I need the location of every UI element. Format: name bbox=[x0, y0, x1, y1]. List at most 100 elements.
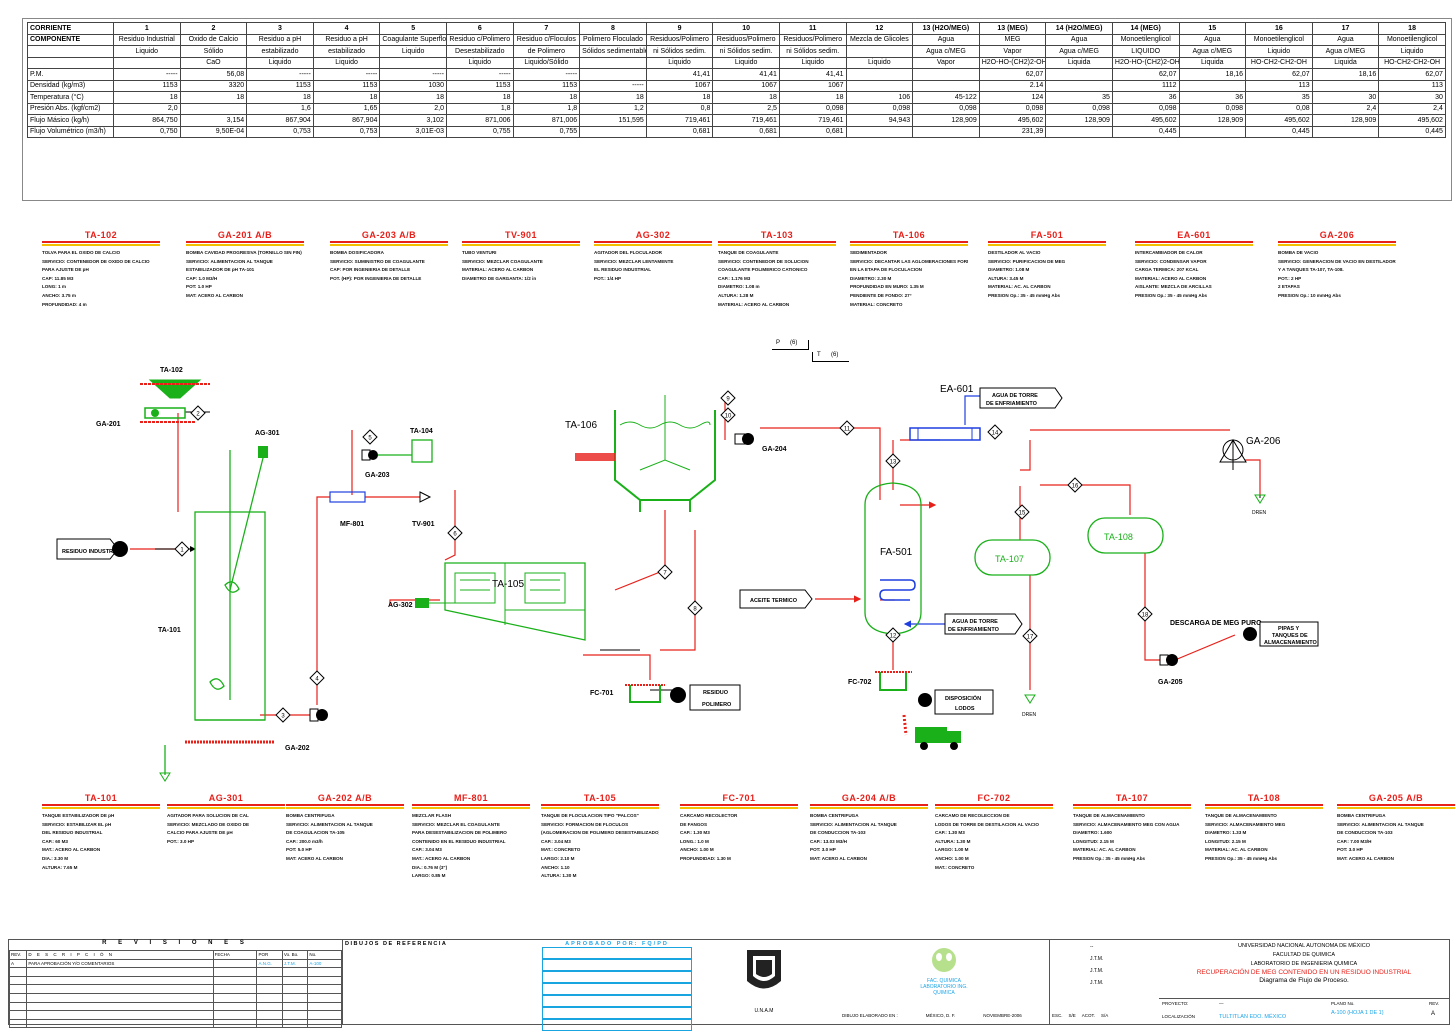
equipment-spec-line: DIAMETRO: 1.08 m bbox=[718, 283, 836, 292]
stream-cell: 94,943 bbox=[846, 115, 913, 127]
stream-cell: 0,753 bbox=[313, 126, 380, 138]
stream-cell: 1,8 bbox=[513, 103, 580, 115]
plano-value: A-100 (HOJA 1 DE 1) bbox=[1331, 1010, 1384, 1016]
equipment-spec: TA-103TANQUE DE COAGULANTESERVICIO: CONT… bbox=[718, 230, 836, 309]
equipment-spec-line: PARA AJUSTE DE pH bbox=[42, 266, 160, 275]
equipment-spec-line: CAP.: 3.04 M3 bbox=[412, 846, 530, 855]
ea-601-exchanger: EA-601 AGUA DE TORRE DE ENFRIAMIENTO bbox=[910, 384, 1062, 440]
stream-cell: Liquida bbox=[1179, 57, 1246, 69]
stream-cell: 128,909 bbox=[1046, 115, 1113, 127]
stream-cell: 1067 bbox=[713, 80, 780, 92]
revisiones-title: R E V I S I O N E S bbox=[9, 940, 342, 946]
equipment-spec-line: CALCIO PARA AJUSTE DE pH bbox=[167, 829, 285, 838]
ga-206-label: GA-206 bbox=[1246, 436, 1281, 447]
equipment-spec-line: SERVICIO: CONDENSAR VAPOR bbox=[1135, 258, 1253, 267]
equipment-spec-line: LARGO: 2.10 M bbox=[541, 855, 659, 864]
stream-cell: 30 bbox=[1312, 92, 1379, 104]
stream-number-header: 2 bbox=[180, 23, 247, 35]
stream-cell: Desestabilizado bbox=[446, 46, 513, 58]
stream-diamond-number: 16 bbox=[1072, 484, 1079, 490]
stream-cell: 1067 bbox=[779, 80, 846, 92]
equipment-spec-line: ALTURA: 3.45 M bbox=[988, 275, 1106, 284]
equipment-spec-line: POT.: 1/4 HP bbox=[594, 275, 712, 284]
equipment-spec-line: ALTURA: 7.65 M bbox=[42, 864, 160, 873]
equipment-spec-tag: GA-205 A/B bbox=[1337, 793, 1455, 806]
stream-cell: 0,681 bbox=[779, 126, 846, 138]
stream-cell: de Polimero bbox=[513, 46, 580, 58]
dren-ta101: DREN bbox=[157, 745, 172, 790]
rev-row-por: A.N.G. bbox=[257, 959, 282, 968]
stream-cell: 3,102 bbox=[380, 115, 447, 127]
equipment-spec-line: SERVICIO: CONTENEDOR DE OXIDO DE CALCIO bbox=[42, 258, 160, 267]
connector-lines bbox=[155, 412, 1260, 690]
equipment-spec-tag: GA-201 A/B bbox=[186, 230, 304, 243]
stream-diamond-number: 17 bbox=[1027, 635, 1034, 641]
equipment-spec-line: SERVICIO: ESTABILIZAR EL pH bbox=[42, 821, 160, 830]
stream-cell: 41,41 bbox=[646, 69, 713, 81]
equipment-spec: TA-108TANQUE DE ALMACENAMIENTOSERVICIO: … bbox=[1205, 793, 1323, 864]
rev-row-desc: PARA APROBACIÓN Y/O COMENTARIOS bbox=[27, 959, 213, 968]
equipment-spec-line: DE COAGULACION TA-105 bbox=[286, 829, 404, 838]
equipment-spec-line: CAP.: 1.30 M3 bbox=[680, 829, 798, 838]
stream-cell: Liquido bbox=[779, 57, 846, 69]
stream-table-row: Densidad (kg/m3)115333201153115310301153… bbox=[28, 80, 1446, 92]
equipment-spec-line: CAP: POR INGENIERIA DE DETALLE bbox=[330, 266, 448, 275]
stream-number-header: 6 bbox=[446, 23, 513, 35]
polimero-output-label: POLIMERO bbox=[702, 702, 732, 708]
stream-number-header: 5 bbox=[380, 23, 447, 35]
stream-cell: 18 bbox=[713, 92, 780, 104]
stream-cell: H2O-HO-(CH2)2-OH bbox=[1112, 57, 1179, 69]
equipment-spec: TA-105TANQUE DE FLOCULACION TIPO "PALCOS… bbox=[541, 793, 659, 881]
stream-cell: 18,16 bbox=[1179, 69, 1246, 81]
stream-cell: 0,755 bbox=[513, 126, 580, 138]
stream-cell: Liquido bbox=[313, 57, 380, 69]
stream-cell: 18 bbox=[646, 92, 713, 104]
equipment-spec-line: CAP.: 1.176 M3 bbox=[718, 275, 836, 284]
stream-table-row: Presión Abs. (kgf/cm2)2,01,61,652,01,81,… bbox=[28, 103, 1446, 115]
equipment-spec-line: DIAMETRO: 1.600 bbox=[1073, 829, 1191, 838]
stream-number-header: 15 bbox=[1179, 23, 1246, 35]
stream-cell: 1153 bbox=[513, 80, 580, 92]
equipment-spec-line: DE FANGOS bbox=[680, 821, 798, 830]
stream-cell: Agua bbox=[1179, 34, 1246, 46]
ga-203-pump: GA-203 bbox=[362, 450, 412, 479]
fa-501-column: FA-501 ACEITE TERMICO AGUA DE TORRE DE E… bbox=[740, 483, 1022, 634]
equipment-spec-line: BOMBA CENTRIFUGA bbox=[810, 812, 928, 821]
stream-cell bbox=[1179, 126, 1246, 138]
cooling-water-bottom-label-b: DE ENFRIAMIENTO bbox=[948, 627, 1000, 633]
stream-cell: 1,65 bbox=[313, 103, 380, 115]
ta-108-label: TA-108 bbox=[1104, 532, 1133, 542]
stream-cell bbox=[114, 57, 181, 69]
equipment-spec-line: MAT.: CONCRETO bbox=[541, 846, 659, 855]
equipment-spec-line: MATERIAL: AC. AL CARBON bbox=[1073, 846, 1191, 855]
stream-cell bbox=[846, 46, 913, 58]
process-lines bbox=[130, 400, 1260, 715]
stream-cell: MEG bbox=[979, 34, 1046, 46]
equipment-spec-tag: FC-702 bbox=[935, 793, 1053, 806]
stream-cell: 719,461 bbox=[713, 115, 780, 127]
equipment-spec-line: BOMBA DE VACIO bbox=[1278, 249, 1396, 258]
equipment-spec-line: AISLANTE: MEZCLA DE ARCILLAS bbox=[1135, 283, 1253, 292]
stream-cell bbox=[380, 57, 447, 69]
equipment-spec-line: DIAMETRO: 2.30 M bbox=[850, 275, 968, 284]
equipment-spec-line: SERVICIO: MEZCLADO DE OXIDO DE bbox=[167, 821, 285, 830]
stream-cell: 18 bbox=[779, 92, 846, 104]
equipment-spec-line: BOMBA CENTRIFUGA bbox=[1337, 812, 1455, 821]
equipment-spec-line: SERVICIO: ALIMENTACION AL TANQUE bbox=[286, 821, 404, 830]
equipment-spec: AG-301AGITADOR PARA SOLUCION DE CALSERVI… bbox=[167, 793, 285, 846]
stream-table-row: P.M.-----56,08-------------------------4… bbox=[28, 69, 1446, 81]
ta-102-hopper: TA-102 bbox=[140, 367, 210, 398]
stream-cell: 3,154 bbox=[180, 115, 247, 127]
stream-cell bbox=[846, 80, 913, 92]
firma-2: J.T.M. bbox=[1090, 956, 1103, 962]
equipment-spec-line: PRESION Op.: 10 mmHg Abs bbox=[1278, 292, 1396, 301]
equipment-spec-line: TANQUE DE FLOCULACION TIPO "PALCOS" bbox=[541, 812, 659, 821]
equipment-spec-tag: FA-501 bbox=[988, 230, 1106, 243]
equipment-spec-line: ALTURA: 1.30 M bbox=[541, 872, 659, 881]
plano-label: PLANO No. bbox=[1331, 1001, 1355, 1006]
stream-cell: 1153 bbox=[446, 80, 513, 92]
equipment-spec-line: SERVICIO: MEZCLAR LENTAMENTE bbox=[594, 258, 712, 267]
stream-number-header: 3 bbox=[247, 23, 314, 35]
